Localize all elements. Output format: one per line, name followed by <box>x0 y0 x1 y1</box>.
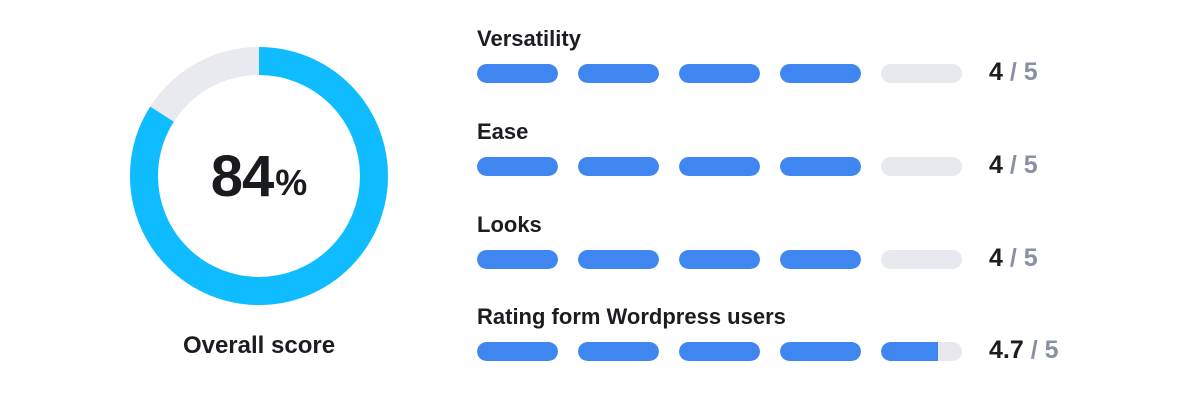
overall-score-label: Overall score <box>182 332 336 359</box>
rating-score-max: 5 <box>1044 336 1059 364</box>
rating-segment <box>679 342 760 361</box>
rating-segment-fill <box>780 157 861 176</box>
rating-segment <box>578 64 659 83</box>
rating-segment-fill <box>477 342 558 361</box>
rating-title: Versatility <box>477 26 581 51</box>
rating-segment <box>578 250 659 269</box>
rating-row-looks: Looks 4 / 5 <box>477 212 1117 272</box>
rating-segment-fill <box>679 342 760 361</box>
rating-score-max: 5 <box>1023 151 1038 179</box>
rating-segment <box>477 157 558 176</box>
rating-segment-fill <box>477 157 558 176</box>
rating-segment <box>780 250 861 269</box>
rating-row-ease: Ease 4 / 5 <box>477 119 1117 179</box>
rating-segment <box>780 157 861 176</box>
rating-row-wordpress-users: Rating form Wordpress users 4.7 / 5 <box>477 304 1117 364</box>
rating-segment <box>780 64 861 83</box>
rating-score-value: 4 <box>989 151 1003 179</box>
overall-percent-symbol: % <box>275 162 308 203</box>
rating-segment-fill <box>881 342 938 361</box>
rating-score-max: 5 <box>1023 58 1038 86</box>
rating-segment <box>881 342 962 361</box>
rating-segment-fill <box>578 342 659 361</box>
rating-segment <box>679 157 760 176</box>
rating-segment <box>679 64 760 83</box>
rating-segment <box>881 64 962 83</box>
rating-segment-fill <box>578 250 659 269</box>
rating-score-value: 4.7 <box>989 336 1024 364</box>
rating-segment <box>477 342 558 361</box>
rating-score-slash: / <box>1023 336 1045 364</box>
rating-segment <box>578 157 659 176</box>
rating-segment <box>780 342 861 361</box>
donut-ring <box>130 47 388 305</box>
rating-score: 4 / 5 <box>989 244 1038 273</box>
rating-segment <box>477 250 558 269</box>
rating-score-slash: / <box>1002 58 1024 86</box>
rating-score: 4 / 5 <box>989 151 1038 180</box>
overall-percentage: 84% <box>130 47 388 305</box>
rating-segment-fill <box>578 64 659 83</box>
rating-score-slash: / <box>1002 151 1024 179</box>
rating-segment-fill <box>477 250 558 269</box>
rating-row-versatility: Versatility 4 / 5 <box>477 26 1117 86</box>
rating-score-value: 4 <box>989 244 1003 272</box>
rating-segment-fill <box>679 250 760 269</box>
overall-score-donut: 84% <box>130 47 388 305</box>
rating-segment-fill <box>679 64 760 83</box>
rating-score-max: 5 <box>1023 244 1038 272</box>
rating-segment-fill <box>477 64 558 83</box>
rating-title: Rating form Wordpress users <box>477 304 786 329</box>
rating-score: 4 / 5 <box>989 58 1038 87</box>
rating-score: 4.7 / 5 <box>989 336 1059 365</box>
rating-segment <box>679 250 760 269</box>
rating-segment <box>881 250 962 269</box>
rating-segment <box>881 157 962 176</box>
rating-title: Looks <box>477 212 542 237</box>
rating-segment-fill <box>780 342 861 361</box>
rating-segment-fill <box>780 64 861 83</box>
rating-segment <box>477 64 558 83</box>
rating-segment-fill <box>679 157 760 176</box>
rating-segment-fill <box>578 157 659 176</box>
donut-progress-arc <box>130 47 388 305</box>
rating-segment <box>578 342 659 361</box>
rating-title: Ease <box>477 119 529 144</box>
rating-score-slash: / <box>1002 244 1024 272</box>
overall-percent-number: 84 <box>210 143 275 209</box>
rating-segment-fill <box>780 250 861 269</box>
rating-score-value: 4 <box>989 58 1003 86</box>
